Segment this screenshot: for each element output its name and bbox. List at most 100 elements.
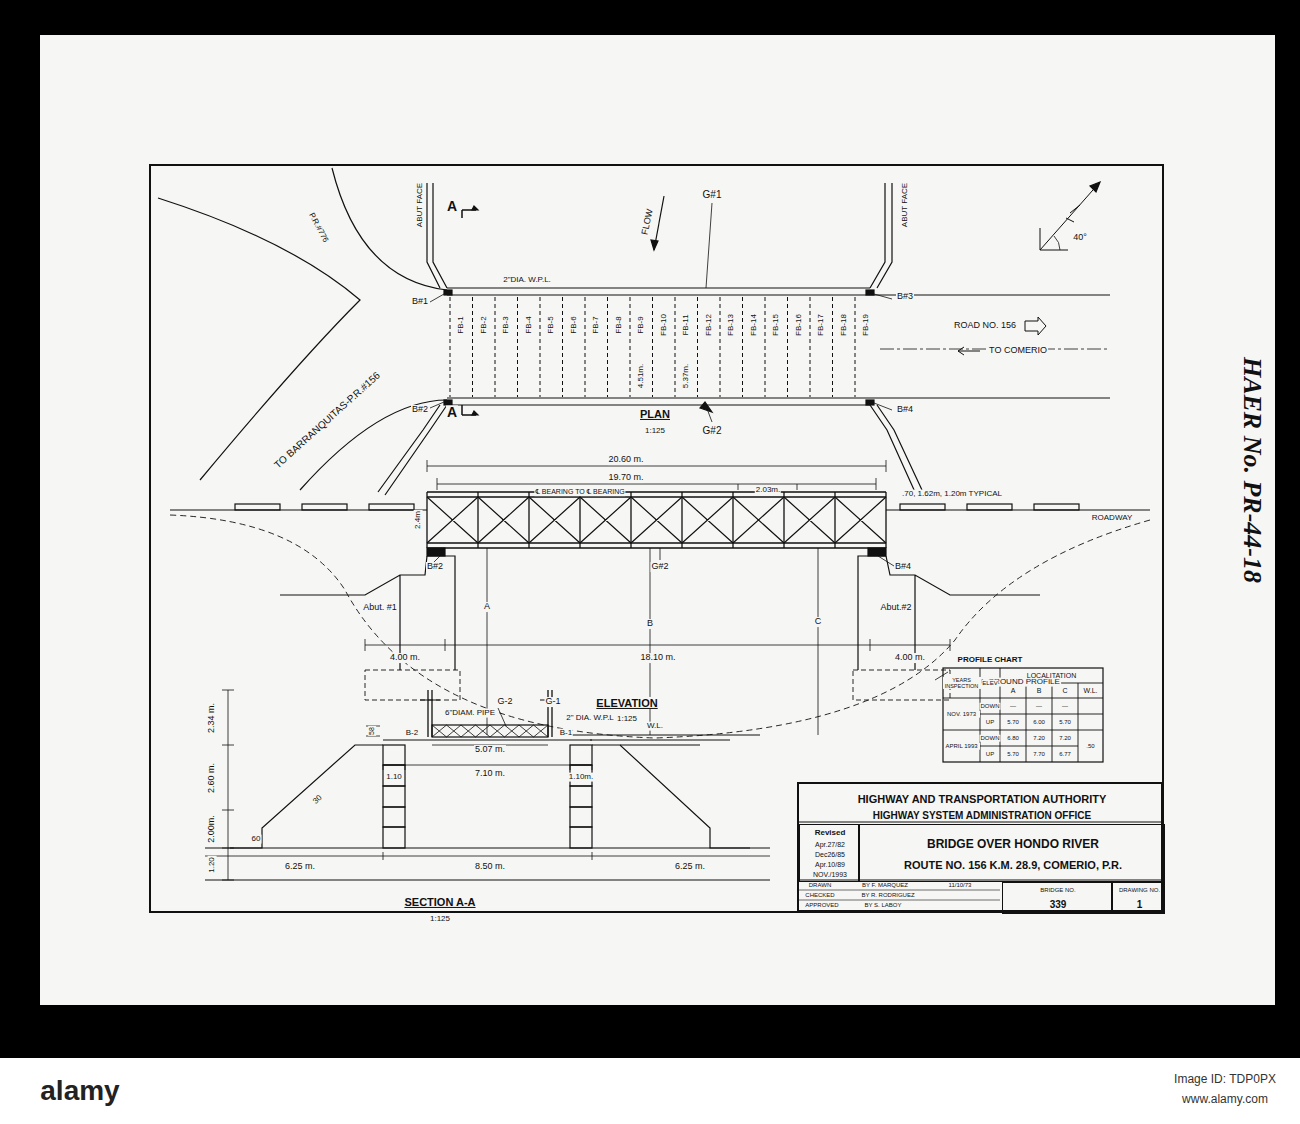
drawing-label: B-1 xyxy=(559,729,573,738)
title-block-cell: DRAWING NO.1 xyxy=(1112,882,1165,914)
drawing-label: 6.80 xyxy=(1006,735,1020,742)
drawing-label: FB-13 xyxy=(727,313,736,337)
title-text: HIGHWAY SYSTEM ADMINISTRATION OFFICE xyxy=(873,810,1091,821)
haer-number: HAER No. PR-44-18 xyxy=(1238,356,1267,584)
drawing-label: 1:125 xyxy=(644,427,666,436)
drawing-label: FB-18 xyxy=(839,313,848,337)
drawing-label: 6.00 xyxy=(1032,719,1046,726)
drawing-label: 2.34 m. xyxy=(207,702,217,734)
drawing-label: DRAWN xyxy=(808,882,832,889)
drawing-label: FB-14 xyxy=(749,313,758,337)
drawing-label: 2.4m xyxy=(414,510,423,530)
title-block: HIGHWAY AND TRANSPORTATION AUTHORITY HIGH… xyxy=(797,782,1163,912)
drawing-label: 5.70 xyxy=(1006,719,1020,726)
drawing-label: — xyxy=(1009,703,1017,710)
drawing-label: 2" DIA. W.P.L xyxy=(565,714,615,723)
drawing-label: B#3 xyxy=(896,292,914,302)
drawing-label: A xyxy=(483,602,491,612)
drawing-label: G-2 xyxy=(496,697,513,707)
drawing-label: B xyxy=(646,619,654,629)
drawing-label: 6.25 m. xyxy=(674,862,706,872)
drawing-label: CHECKED xyxy=(804,892,835,899)
drawing-label: .70, 1.62m, 1.20m TYPICAL xyxy=(901,490,1003,499)
drawing-label: FB-2 xyxy=(479,315,488,334)
drawing-label: 19.70 m. xyxy=(607,473,644,483)
drawing-label: C xyxy=(1061,687,1068,695)
drawing-label: FB-4 xyxy=(524,315,533,334)
drawing-label: BY S. LABOY xyxy=(864,902,903,909)
drawing-label: 5.70 xyxy=(1058,719,1072,726)
drawing-label: 40° xyxy=(1072,233,1088,243)
drawing-label: 18.10 m. xyxy=(639,653,676,663)
drawing-label: 60 xyxy=(251,835,262,844)
drawing-label: 7.20 xyxy=(1032,735,1046,742)
drawing-label: PROFILE CHART xyxy=(957,656,1024,665)
drawing-label: A xyxy=(446,199,458,214)
title-block-cell: RevisedApr.27/82Dec26/85Apr.10/89NOV./19… xyxy=(799,824,859,882)
drawing-label: W.L. xyxy=(1082,687,1098,695)
drawing-label: FB-8 xyxy=(614,315,623,334)
drawing-label: DOWN xyxy=(980,703,1001,710)
title-text: NOV./1993 xyxy=(813,871,847,879)
drawing-label: 6.25 m. xyxy=(284,862,316,872)
drawing-label: B xyxy=(1036,687,1043,695)
drawing-label: B#4 xyxy=(896,405,914,415)
drawing-label: FB-17 xyxy=(817,313,826,337)
drawing-label: FB-9 xyxy=(637,315,646,334)
drawing-label: 1.20 xyxy=(208,856,217,874)
drawing-label: 7.20 xyxy=(1058,735,1072,742)
drawing-label: 5.70 xyxy=(1006,751,1020,758)
title-text: Revised xyxy=(815,829,846,838)
drawing-label: FB-5 xyxy=(547,315,556,334)
drawing-label: ELEV xyxy=(981,680,998,687)
drawing-label: FB-3 xyxy=(502,315,511,334)
drawing-label: TO COMERIO xyxy=(988,346,1048,356)
drawing-label: G#1 xyxy=(702,189,723,200)
drawing-label: UP xyxy=(985,719,995,726)
drawing-label: FB-7 xyxy=(592,315,601,334)
drawing-label: DOWN xyxy=(980,735,1001,742)
drawing-label: G-1 xyxy=(544,697,561,707)
drawing-label: APPROVED xyxy=(804,902,839,909)
drawing-label: 11/10/73 xyxy=(948,882,973,889)
drawing-label: 7.10 m. xyxy=(474,769,506,779)
drawing-label: LOCALITATION xyxy=(1026,672,1078,680)
drawing-label: G#2 xyxy=(702,425,723,436)
drawing-label: 5.37m. xyxy=(682,363,691,389)
drawing-label: 4.00 m. xyxy=(894,653,926,663)
drawing-label: Abut.#2 xyxy=(879,603,912,613)
drawing-label: .50 xyxy=(1085,743,1095,750)
drawing-label: 2"DIA. W.P.L. xyxy=(502,276,552,285)
title-text: HIGHWAY AND TRANSPORTATION AUTHORITY xyxy=(858,793,1107,805)
drawing-label: ELEVATION xyxy=(595,697,658,709)
drawing-label: 1:125 xyxy=(429,915,451,924)
drawing-label: B#1 xyxy=(411,297,429,307)
drawing-label: 7.70 xyxy=(1032,751,1046,758)
drawing-label: 5.07 m. xyxy=(474,745,506,755)
drawing-label: 1.10 xyxy=(385,773,403,782)
drawing-label: ABUT FACE xyxy=(901,182,910,228)
drawing-label: 20.60 m. xyxy=(607,455,644,465)
drawing-label: ℄ BEARING TO ℄ BEARING xyxy=(534,488,625,496)
drawing-label: BY R. RODRIGUEZ xyxy=(860,892,915,899)
drawing-label: B-2 xyxy=(405,729,419,738)
title-block-cell: BRIDGE OVER HONDO RIVERROUTE NO. 156 K.M… xyxy=(859,824,1165,882)
drawing-label: BY F. MARQUEZ xyxy=(861,882,909,889)
drawing-label: A xyxy=(446,405,458,420)
drawing-label: Abut. #1 xyxy=(362,603,398,613)
title-text: Apr.10/89 xyxy=(815,861,845,869)
drawing-label: UP xyxy=(985,751,995,758)
title-text: 1 xyxy=(1137,899,1143,910)
drawing-label: PLAN xyxy=(639,408,671,420)
drawing-label: FB-6 xyxy=(569,315,578,334)
drawing-label: FB-16 xyxy=(794,313,803,337)
drawing-label: FB-10 xyxy=(659,313,668,337)
drawing-label: 2.00m. xyxy=(207,814,217,844)
drawing-label: FB-12 xyxy=(704,313,713,337)
drawing-label: ABUT FACE xyxy=(416,182,425,228)
title-text: BRIDGE NO. xyxy=(1040,887,1075,894)
drawing-label: 4.00 m. xyxy=(389,653,421,663)
watermark: www.alamy.com xyxy=(1181,1093,1269,1106)
drawing-label: B#4 xyxy=(894,562,912,572)
